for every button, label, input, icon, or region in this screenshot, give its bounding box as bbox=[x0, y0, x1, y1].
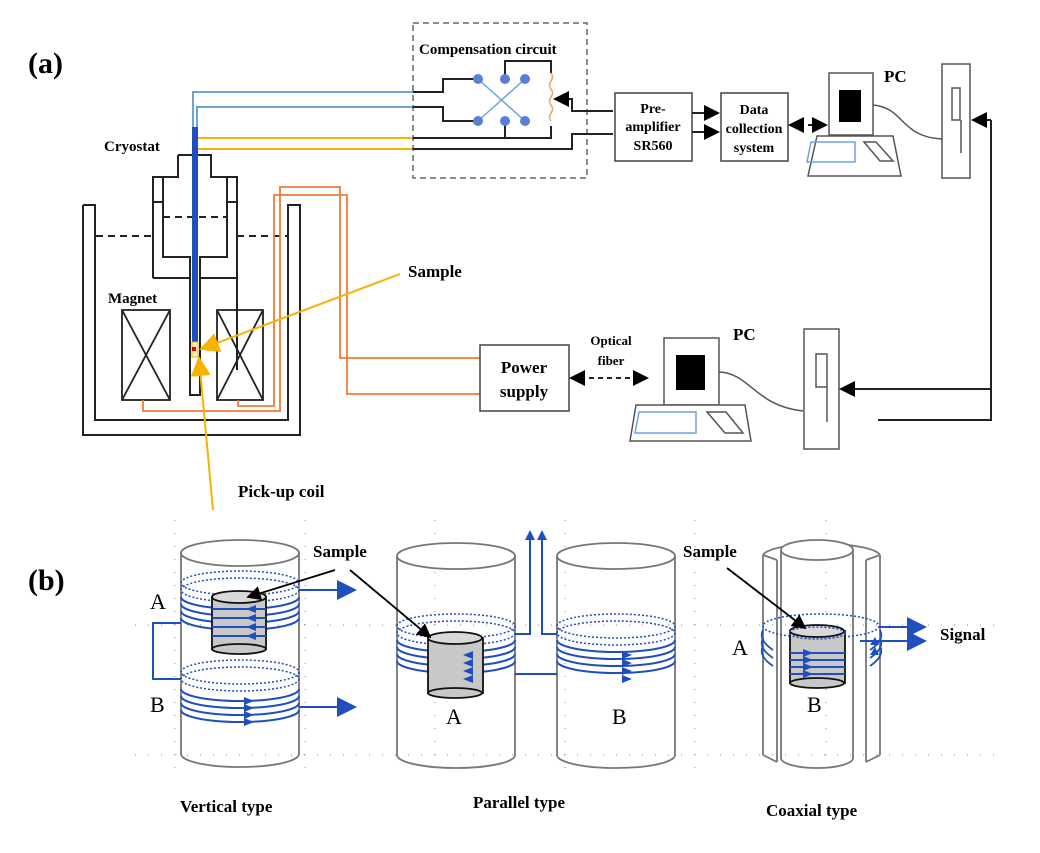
magnet-right bbox=[216, 309, 264, 401]
parallel-caption: Parallel type bbox=[473, 793, 566, 812]
power-supply-line1: Power bbox=[501, 358, 548, 377]
pickup-coil-label: Pick-up coil bbox=[238, 482, 325, 501]
data-collection-line3: system bbox=[734, 141, 775, 156]
parallel-coil-a-arrows bbox=[463, 651, 473, 683]
pc-top-icon bbox=[806, 72, 943, 177]
preamplifier-box bbox=[614, 92, 693, 162]
data-collection-line1: Data bbox=[740, 103, 769, 118]
optical-fiber-line1: Optical bbox=[590, 333, 632, 348]
preamp-to-daq-arrows bbox=[692, 105, 720, 140]
vertical-caption: Vertical type bbox=[180, 797, 273, 816]
coaxial-coil-b-label: B bbox=[807, 692, 822, 717]
controller-top-icon bbox=[941, 63, 971, 179]
magnet-left bbox=[121, 309, 171, 401]
panel-a-label: (a) bbox=[28, 47, 63, 80]
wire-light-blue bbox=[192, 91, 413, 127]
parallel-coil-b-label: B bbox=[612, 704, 627, 729]
switch-cross bbox=[477, 78, 526, 122]
coaxial-caption: Coaxial type bbox=[766, 801, 858, 820]
controller-bottom-icon bbox=[803, 328, 840, 450]
power-supply-line2: supply bbox=[500, 382, 549, 401]
resistor-icon bbox=[548, 72, 554, 122]
pc-bottom-label: PC bbox=[733, 325, 756, 344]
parallel-sample-cylinder bbox=[427, 631, 484, 699]
pickup-coil-pointer bbox=[190, 356, 214, 511]
preamplifier-line2: amplifier bbox=[625, 120, 680, 135]
coaxial-coil-a-label: A bbox=[732, 635, 748, 660]
parallel-sample-pointer bbox=[349, 569, 432, 639]
compensation-circuit-box bbox=[412, 22, 588, 179]
sample-marker bbox=[192, 347, 196, 351]
vertical-coil-a-arrows bbox=[246, 605, 256, 640]
parallel-coil-b bbox=[556, 613, 676, 674]
vertical-coil-a-front bbox=[212, 608, 266, 637]
vertical-coil-b bbox=[180, 659, 300, 723]
compensation-wiring bbox=[413, 60, 613, 150]
vertical-sample-pointer bbox=[246, 569, 336, 601]
power-supply-box bbox=[479, 344, 570, 412]
vertical-coil-b-label: B bbox=[150, 692, 165, 717]
vertical-coil-b-arrows bbox=[244, 697, 254, 726]
optical-fiber-line2: fiber bbox=[598, 353, 625, 368]
controller-link bbox=[878, 120, 992, 421]
dewar bbox=[82, 204, 301, 436]
panel-b-label: (b) bbox=[28, 564, 65, 597]
vertical-sample-cylinder bbox=[211, 590, 267, 655]
wire-orange bbox=[142, 186, 480, 412]
preamplifier-line3: SR560 bbox=[634, 139, 673, 154]
parallel-connections bbox=[515, 538, 557, 675]
pc-bottom-icon bbox=[629, 337, 804, 442]
parallel-output-arrows bbox=[525, 530, 547, 540]
vertical-sample-label: Sample bbox=[313, 542, 367, 561]
parallel-coil-a-label: A bbox=[446, 704, 462, 729]
magnet-label: Magnet bbox=[108, 291, 157, 307]
vertical-coil-a-label: A bbox=[150, 589, 166, 614]
coaxial-sample-pointer bbox=[726, 567, 807, 630]
data-collection-line2: collection bbox=[726, 122, 783, 137]
wire-yellow bbox=[193, 137, 413, 150]
sample-rod bbox=[192, 127, 198, 342]
sample-label-a: Sample bbox=[408, 262, 462, 281]
sample-pointer bbox=[199, 273, 401, 353]
pc-top-label: PC bbox=[884, 67, 907, 86]
cryostat-label: Cryostat bbox=[104, 139, 160, 155]
coaxial-sample-cylinder bbox=[789, 624, 846, 689]
coaxial-signal-label: Signal bbox=[940, 625, 986, 644]
vertical-type-cylinder bbox=[180, 539, 300, 768]
preamplifier-line1: Pre- bbox=[640, 102, 666, 117]
coaxial-coil-arrows bbox=[803, 637, 879, 678]
parallel-coil-b-arrows bbox=[622, 651, 632, 683]
coaxial-sample-label: Sample bbox=[683, 542, 737, 561]
coaxial-coil-b bbox=[788, 626, 846, 675]
coaxial-inner-cylinder bbox=[780, 539, 854, 769]
vertical-coil-connection bbox=[152, 622, 181, 680]
compensation-circuit-label: Compensation circuit bbox=[419, 42, 557, 58]
switch-terminals bbox=[473, 74, 530, 126]
cryostat bbox=[96, 154, 288, 396]
grid-guides bbox=[135, 520, 1000, 770]
